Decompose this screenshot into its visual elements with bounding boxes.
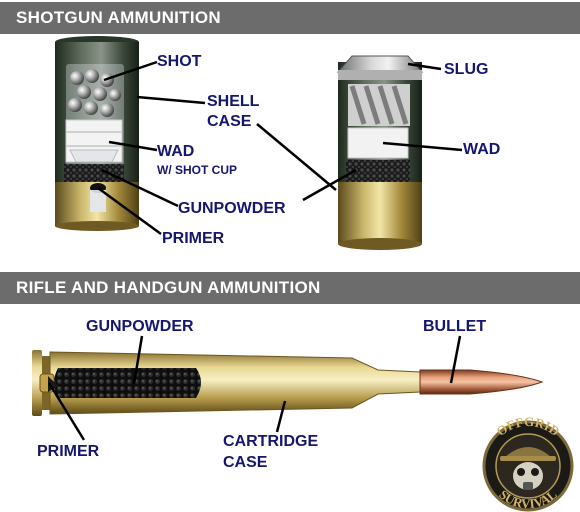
label-shell-case-1: SHELL [207,93,260,110]
label-cartridge-case-1: CARTRIDGE [223,433,319,450]
label-slug: SLUG [444,61,489,78]
label-wad-left-sub: W/ SHOT CUP [157,163,237,177]
shotgun-shell-left [55,36,139,231]
label-cartridge-case-2: CASE [223,454,268,471]
label-bullet: BULLET [423,318,487,335]
rifle-section-title: RIFLE AND HANDGUN AMMUNITION [0,272,580,304]
shotgun-shell-right [336,55,424,250]
label-shot: SHOT [157,53,202,70]
shotgun-section-title: SHOTGUN AMMUNITION [0,2,580,34]
label-shell-case-2: CASE [207,113,252,130]
label-wad-right: WAD [463,141,501,158]
label-gunpowder-shotgun: GUNPOWDER [178,200,286,217]
shot-pellets [68,69,121,117]
label-primer-rifle: PRIMER [37,443,100,460]
label-gunpowder-rifle: GUNPOWDER [86,318,194,335]
label-primer-shotgun: PRIMER [162,230,225,247]
leader-lines [47,60,463,441]
label-wad-left: WAD [157,143,195,160]
rifle-cartridge [32,350,544,416]
